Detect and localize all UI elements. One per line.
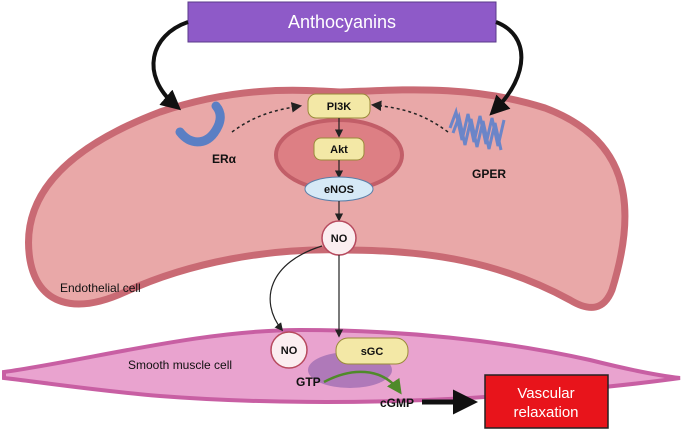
arrow-era-to-pi3k xyxy=(231,102,303,133)
akt-label: Akt xyxy=(330,144,348,156)
pi3k-label: PI3K xyxy=(327,101,352,113)
vascular-relaxation-line1: Vascular xyxy=(517,385,574,402)
era-receptor-icon xyxy=(175,101,225,147)
sgc-label: sGC xyxy=(361,346,384,358)
endothelial-cell-label: Endothelial cell xyxy=(60,281,141,295)
cgmp-label: cGMP xyxy=(380,396,414,410)
gper-label: GPER xyxy=(472,167,506,181)
no-smooth-label: NO xyxy=(281,345,298,357)
smooth-muscle-cell-label: Smooth muscle cell xyxy=(128,358,232,372)
gper-receptor-icon xyxy=(448,106,506,151)
no-smooth-circle xyxy=(270,331,308,369)
vascular-relaxation-box xyxy=(484,374,609,429)
sgc-box xyxy=(335,337,409,365)
no-endothelial-label: NO xyxy=(331,233,348,245)
arrow-anthocyanins-to-gper xyxy=(489,20,524,116)
arrow-no-to-smooth-no xyxy=(269,245,323,332)
arrow-gper-to-pi3k xyxy=(370,100,449,133)
anthocyanins-label: Anthocyanins xyxy=(288,12,396,32)
arrow-anthocyanins-to-era xyxy=(151,20,189,111)
enos-label: eNOS xyxy=(324,184,354,196)
vascular-relaxation-line2: relaxation xyxy=(513,404,578,421)
arrow-gtp-to-cgmp xyxy=(323,370,402,395)
era-label: ERα xyxy=(212,152,237,166)
gtp-label: GTP xyxy=(296,375,321,389)
